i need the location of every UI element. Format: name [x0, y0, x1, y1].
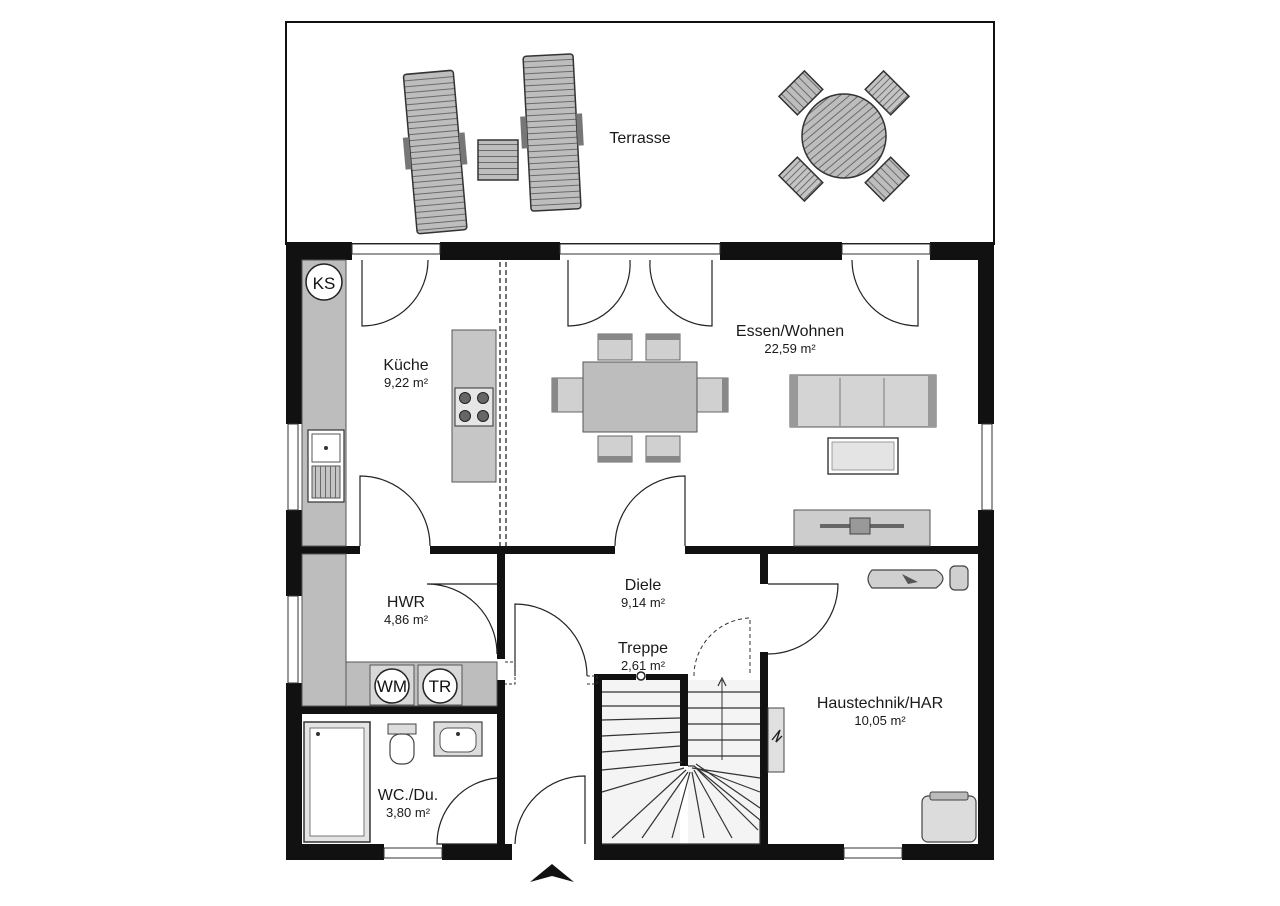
- doors: [359, 259, 919, 845]
- round-table-with-chairs-icon: [777, 69, 911, 203]
- dining-table-icon: [551, 333, 729, 463]
- ks-badge: KS: [313, 274, 336, 293]
- wm-badge: WM: [377, 677, 407, 696]
- room-area-wc: 3,80 m²: [386, 805, 431, 820]
- boiler-icon: [921, 791, 977, 843]
- room-area-haustechnik: 10,05 m²: [854, 713, 906, 728]
- washbasin-icon: [433, 721, 483, 757]
- kitchen-divider-line: [499, 262, 507, 546]
- room-name-diele: Diele: [625, 577, 662, 594]
- boat-icon: [867, 565, 969, 591]
- room-name-hwr: HWR: [387, 594, 425, 611]
- deck-chair-icon: [520, 53, 584, 212]
- deck-chair-icon: [402, 69, 468, 235]
- tv-sideboard: [793, 509, 931, 547]
- electrical-panel-icon: [767, 707, 785, 773]
- kitchen-island: [451, 329, 497, 483]
- interior-walls: [302, 546, 985, 846]
- outer-walls: [286, 242, 994, 860]
- windows: [287, 243, 993, 859]
- kitchen-counter: KS: [301, 259, 347, 547]
- stair-dashed-opening: [505, 661, 598, 685]
- hwr-counter: WM TR: [301, 553, 498, 707]
- room-area-hwr: 4,86 m²: [384, 612, 429, 627]
- bathtub-icon: [303, 721, 371, 843]
- entrance-arrow-icon: [530, 864, 574, 882]
- staircase: [601, 617, 761, 845]
- cooktop-icon: [454, 387, 494, 427]
- sink-icon: [307, 429, 345, 503]
- room-area-kueche: 9,22 m²: [384, 375, 429, 390]
- toilet-icon: [387, 723, 417, 765]
- room-area-essen: 22,59 m²: [764, 341, 816, 356]
- tr-badge: TR: [429, 677, 452, 696]
- room-area-treppe: 2,61 m²: [621, 658, 666, 673]
- room-name-terrasse: Terrasse: [609, 130, 670, 147]
- room-area-diele: 9,14 m²: [621, 595, 666, 610]
- sofa-icon: [789, 374, 937, 428]
- room-name-treppe: Treppe: [618, 640, 668, 657]
- room-name-kueche: Küche: [383, 357, 428, 374]
- room-name-haustechnik: Haustechnik/HAR: [817, 695, 943, 712]
- room-name-wc: WC./Du.: [378, 787, 438, 804]
- room-name-essen: Essen/Wohnen: [736, 323, 844, 340]
- side-table-icon: [477, 139, 519, 181]
